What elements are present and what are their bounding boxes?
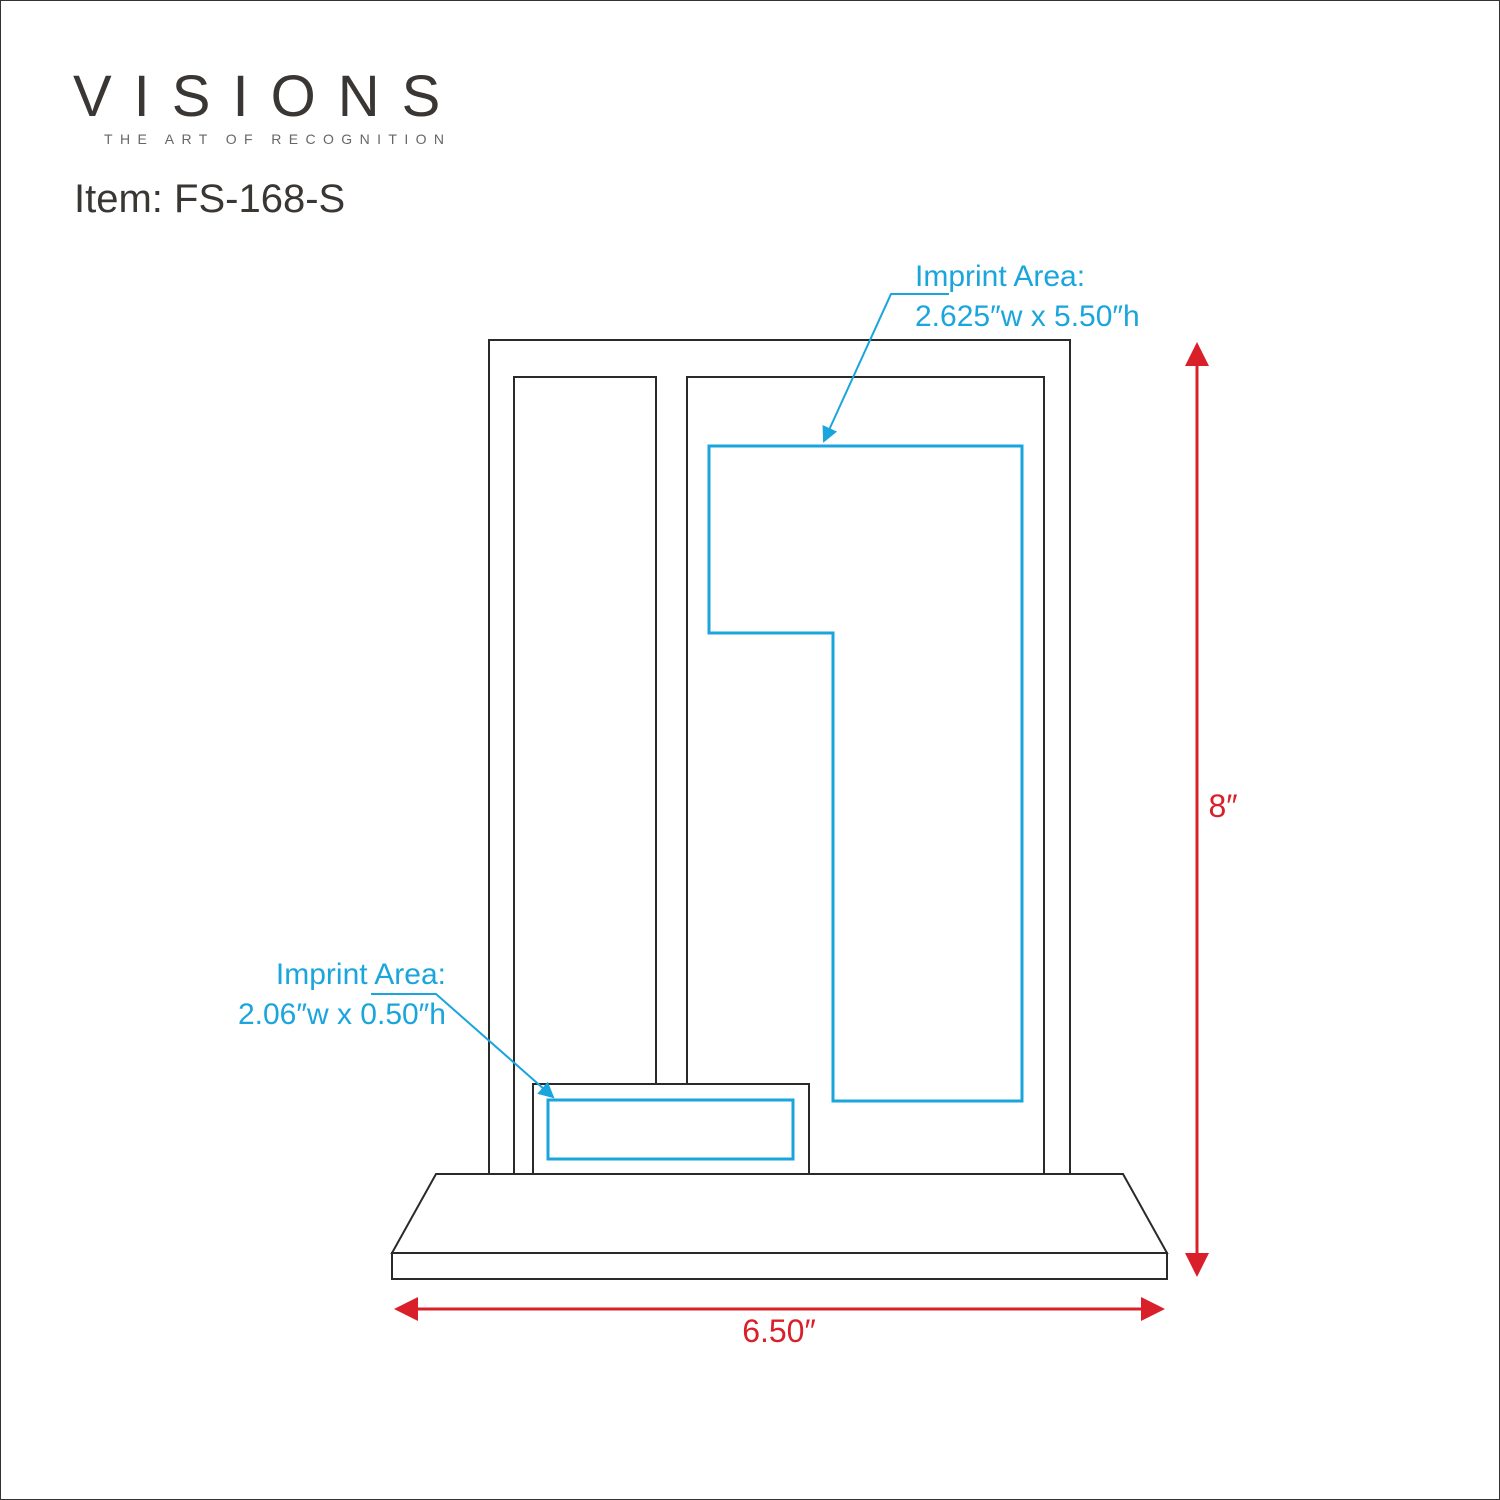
base-front: [391, 1252, 1168, 1280]
imprint-size-large: 2.625″w x 5.50″h: [915, 300, 1140, 333]
leader-line-small: [371, 993, 555, 1099]
imprint-label-small: Imprint Area:: [276, 958, 446, 991]
imprint-area-large: [707, 444, 1024, 1103]
leader-line-large: [822, 293, 949, 443]
right-panel: [686, 376, 1045, 1175]
item-number: Item: FS-168-S: [74, 177, 346, 221]
imprint-area-small: [546, 1098, 795, 1161]
width-dimension-label: 6.50″: [742, 1313, 816, 1349]
imprint-size-small: 2.06″w x 0.50″h: [238, 998, 446, 1031]
left-panel: [513, 376, 657, 1175]
height-dimension-label: 8″: [1208, 788, 1237, 824]
outer-frame: [488, 339, 1071, 1175]
brand-logo: VISIONS: [73, 64, 463, 129]
base-top: [390, 1173, 1169, 1254]
imprint-label-large: Imprint Area:: [915, 260, 1085, 293]
brand-tagline: THE ART OF RECOGNITION: [104, 131, 452, 147]
